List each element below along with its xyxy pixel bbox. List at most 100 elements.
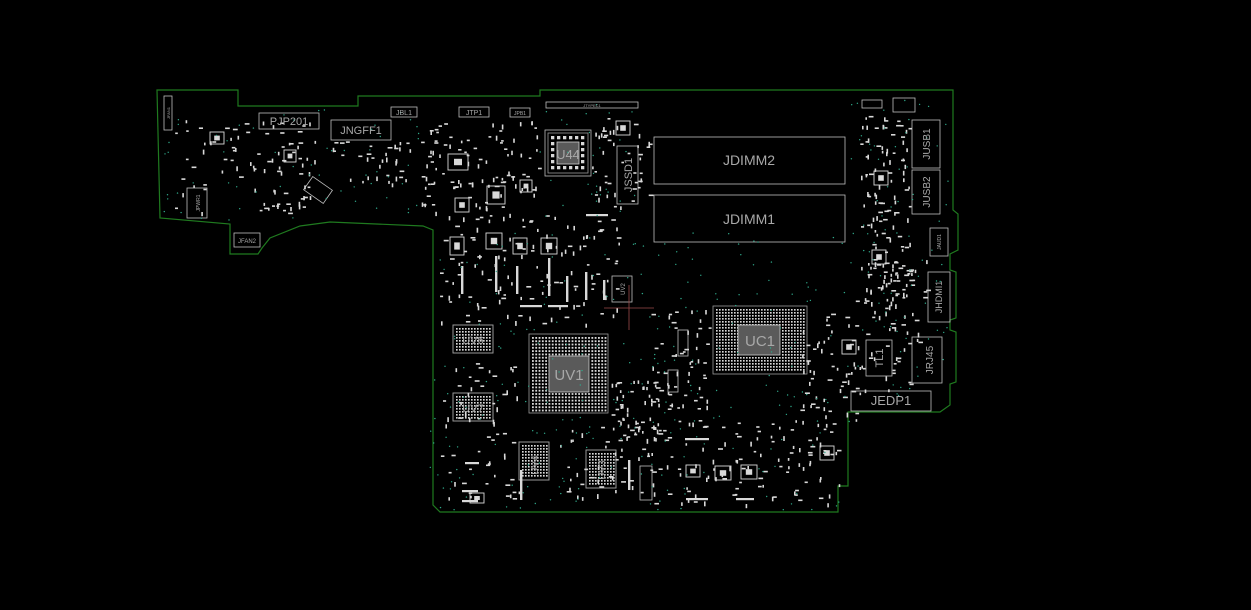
passive-pad bbox=[301, 163, 304, 168]
via bbox=[551, 234, 553, 236]
passive-pad bbox=[503, 257, 506, 262]
passive-pad bbox=[475, 203, 478, 208]
passive-pad bbox=[333, 150, 336, 152]
via bbox=[537, 342, 539, 344]
passive-pad bbox=[637, 145, 639, 149]
passive-pad bbox=[885, 376, 888, 382]
passive-pad bbox=[907, 273, 911, 275]
passive-pad bbox=[758, 485, 762, 488]
small-ic-pad bbox=[876, 254, 882, 260]
via bbox=[883, 292, 885, 294]
passive-pad bbox=[855, 325, 860, 327]
jpb1-outline bbox=[509, 107, 531, 118]
passive-pad bbox=[502, 432, 507, 435]
passive-pad bbox=[651, 453, 653, 456]
passive-pad bbox=[909, 383, 914, 386]
passive-pad bbox=[896, 280, 901, 282]
passive-pad bbox=[391, 183, 394, 188]
label-jfan2: JFAN2 bbox=[238, 239, 257, 245]
passive-pad bbox=[684, 394, 688, 397]
passive-pad bbox=[886, 237, 891, 239]
passive-pad bbox=[630, 429, 635, 432]
passive-pad bbox=[623, 434, 627, 437]
via bbox=[728, 233, 730, 235]
passive-pad bbox=[715, 477, 717, 482]
passive-pad bbox=[787, 458, 790, 461]
passive-pad bbox=[651, 398, 653, 403]
passive-pad bbox=[889, 238, 892, 243]
passive-pad bbox=[477, 450, 481, 453]
passive-pad bbox=[518, 315, 523, 317]
passive-pad bbox=[823, 398, 825, 403]
via bbox=[883, 109, 885, 111]
passive-pad bbox=[872, 217, 875, 222]
via bbox=[641, 292, 644, 295]
via bbox=[239, 208, 241, 210]
passive-pad bbox=[431, 183, 435, 185]
small-connector-outline bbox=[861, 99, 883, 109]
passive-pad bbox=[600, 313, 604, 315]
passive-pad bbox=[592, 166, 594, 170]
label-tl1: TL1 bbox=[874, 349, 886, 368]
passive-pad bbox=[795, 420, 797, 423]
passive-pad bbox=[445, 424, 447, 429]
via bbox=[501, 383, 503, 385]
passive-pad bbox=[616, 237, 622, 239]
passive-pad bbox=[602, 150, 605, 155]
passive-pad bbox=[476, 303, 479, 307]
passive-pad bbox=[654, 381, 659, 384]
passive-pad bbox=[646, 387, 648, 391]
passive-pad bbox=[916, 338, 919, 342]
passive-pad bbox=[873, 357, 876, 362]
label-uv6: UV6 bbox=[462, 335, 483, 347]
via bbox=[735, 304, 737, 307]
passive-pad bbox=[467, 392, 470, 397]
passive-pad bbox=[926, 289, 931, 292]
via bbox=[465, 496, 468, 498]
passive-pad bbox=[468, 182, 472, 185]
via bbox=[604, 254, 606, 256]
passive-pad bbox=[505, 484, 511, 486]
via bbox=[292, 165, 294, 168]
via bbox=[462, 396, 465, 398]
passive-pad bbox=[815, 406, 820, 409]
passive-pad bbox=[655, 398, 659, 400]
via bbox=[589, 237, 591, 239]
passive-pad bbox=[674, 327, 678, 329]
passive-pad bbox=[906, 148, 908, 153]
passive-pad bbox=[902, 297, 906, 299]
passive-pad bbox=[887, 282, 891, 285]
passive-pad bbox=[633, 172, 637, 174]
passive-pad bbox=[882, 263, 885, 268]
passive-pad bbox=[897, 357, 902, 360]
passive-pad bbox=[926, 260, 928, 265]
passive-pad bbox=[604, 181, 608, 184]
passive-pad bbox=[511, 150, 513, 156]
passive-pad bbox=[457, 274, 463, 276]
passive-pad bbox=[509, 213, 511, 218]
passive-pad bbox=[537, 228, 539, 232]
via bbox=[896, 393, 898, 395]
via bbox=[561, 119, 563, 121]
passive-pad bbox=[491, 439, 495, 441]
passive-pad bbox=[615, 288, 620, 290]
passive-pad bbox=[895, 294, 899, 297]
passive-pad bbox=[449, 136, 453, 139]
passive-pad bbox=[432, 150, 434, 156]
passive-pad bbox=[884, 120, 889, 122]
passive-pad bbox=[874, 168, 877, 172]
passive-pad bbox=[611, 219, 616, 221]
passive-pad bbox=[905, 283, 908, 288]
passive-pad bbox=[885, 307, 889, 310]
small-ic-pad bbox=[523, 183, 529, 189]
passive-pad bbox=[861, 175, 863, 181]
passive-pad bbox=[471, 182, 474, 188]
via bbox=[592, 172, 595, 175]
passive-pad bbox=[869, 173, 874, 176]
passive-pad bbox=[489, 215, 493, 217]
via bbox=[876, 200, 878, 202]
via bbox=[895, 319, 897, 321]
passive-pad bbox=[819, 442, 822, 448]
passive-pad bbox=[640, 491, 644, 494]
